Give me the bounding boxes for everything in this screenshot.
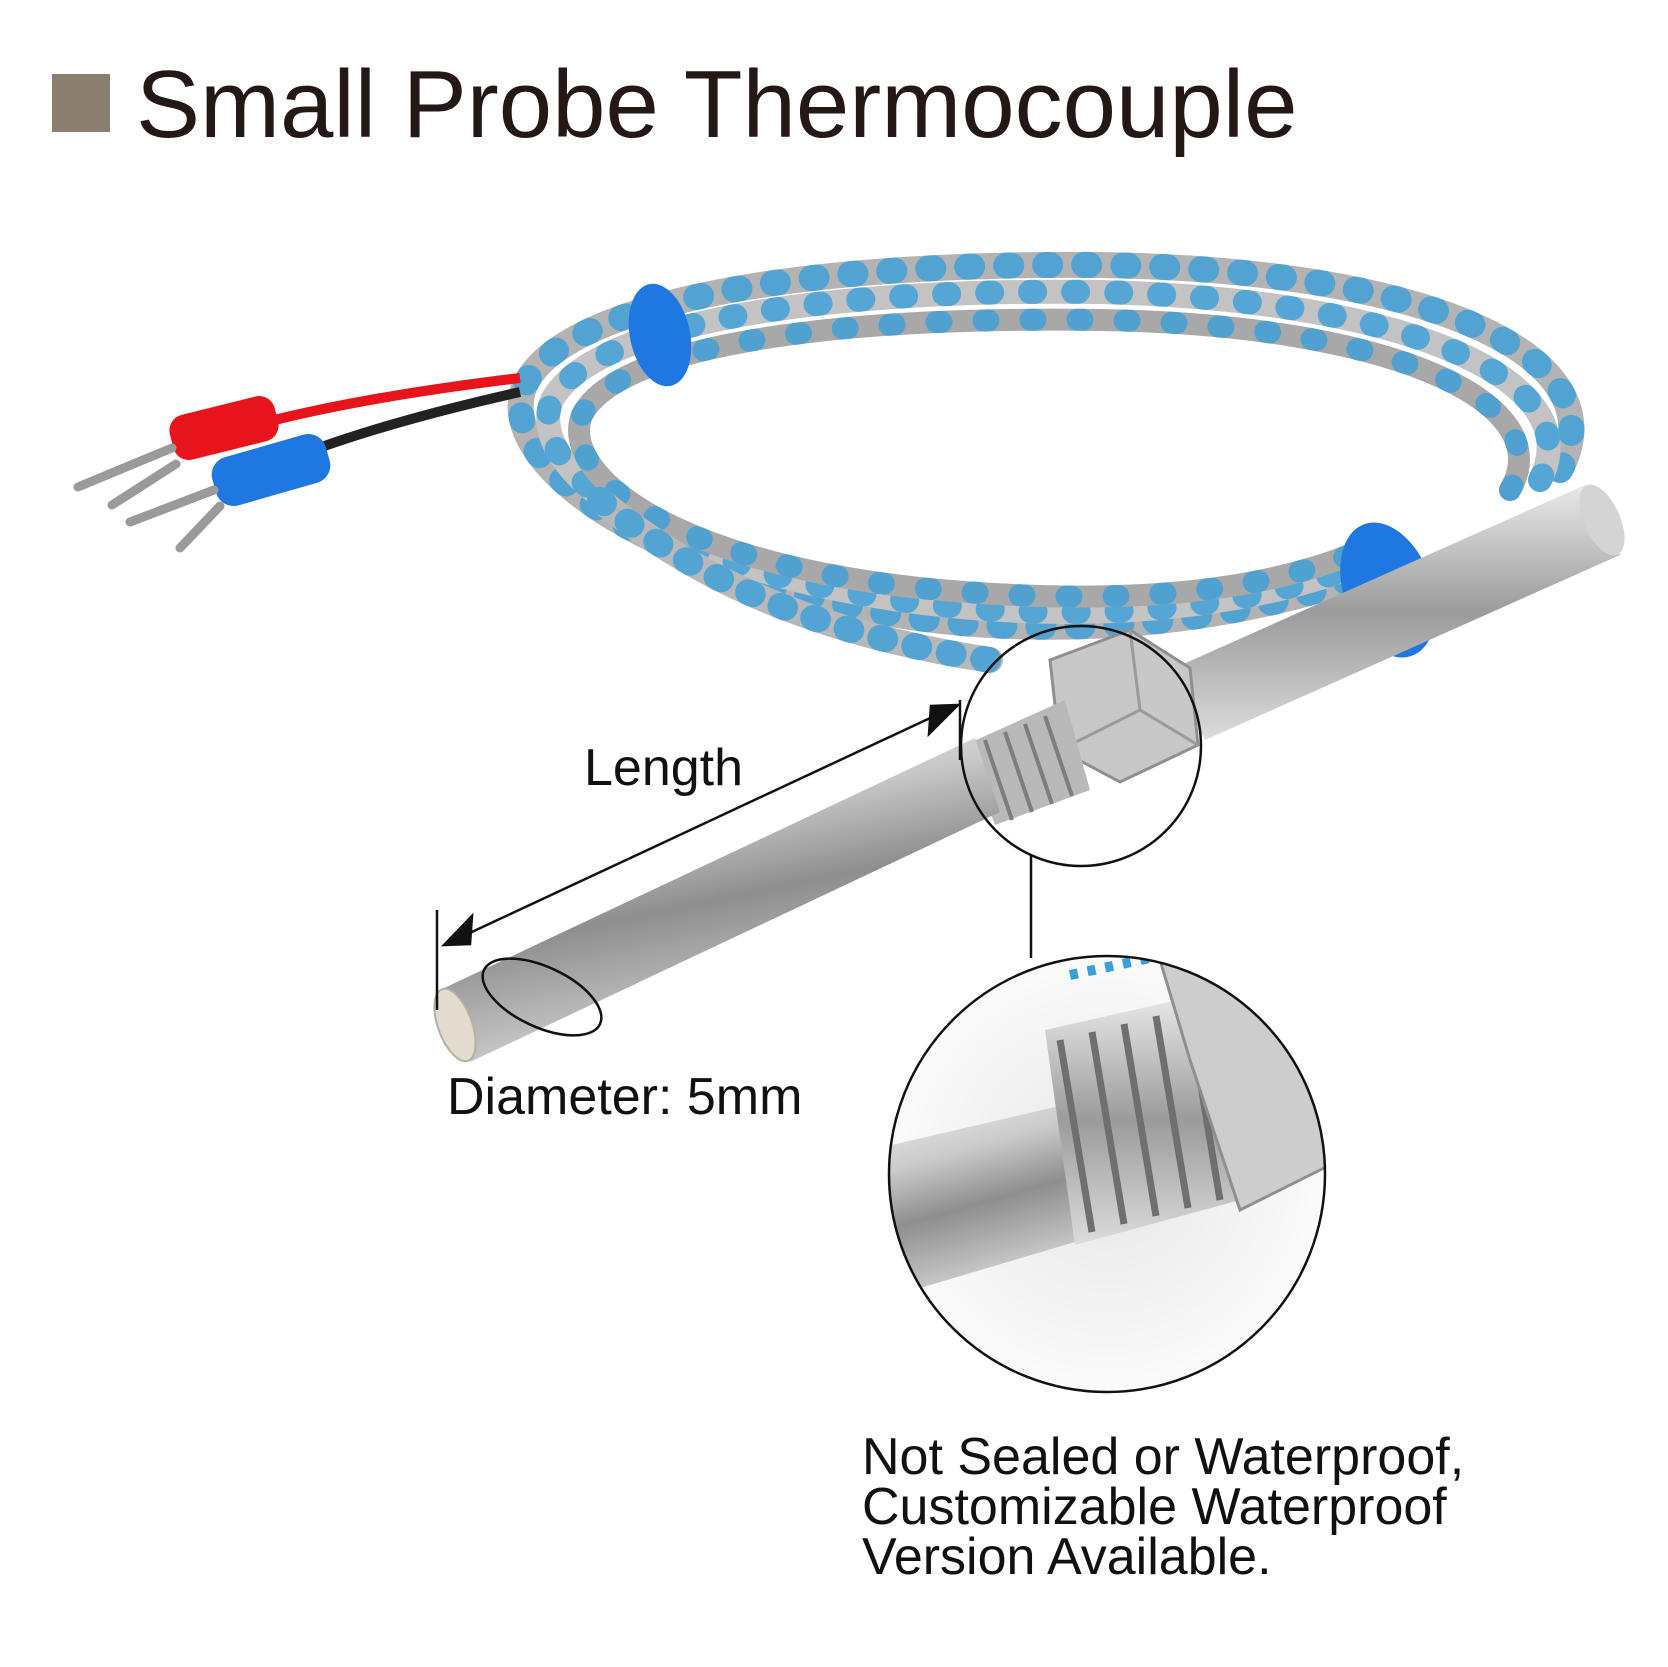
length-label: Length [584,739,744,797]
note-line: Customizable Waterproof [862,1478,1447,1536]
threaded-tube [1170,484,1625,740]
heading-square-marker [52,74,110,132]
length-dimension [435,700,962,1010]
probe-rod [433,738,1000,1063]
note-line: Version Available. [862,1528,1272,1586]
hex-nut [965,628,1200,825]
diameter-label: Diameter: 5mm [447,1068,803,1126]
diameter-marker-ellipse [481,957,603,1037]
waterproof-note: Not Sealed or Waterproof, Customizable W… [862,1428,1465,1586]
note-line: Not Sealed or Waterproof, [862,1428,1465,1486]
zoomed-detail [889,956,1325,1392]
lead-wires [73,373,522,553]
braided-cable [507,251,1585,673]
page-title: Small Probe Thermocouple [136,51,1298,158]
detail-callout-circle [959,624,1203,868]
